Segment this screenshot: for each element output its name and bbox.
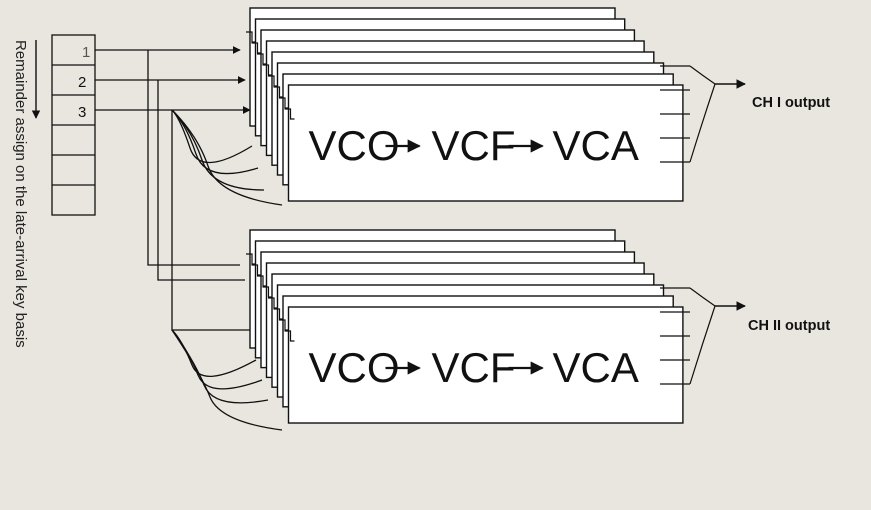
module-vcf-label: VCF xyxy=(432,344,516,391)
diagram-canvas: 1 2 3 VCO VCF VCA VCO VCF VCA xyxy=(31,7,746,431)
voice-group-ch2: VCO VCF VCA xyxy=(246,229,746,424)
module-vca-label: VCA xyxy=(553,344,639,391)
key-wires xyxy=(95,46,283,431)
voice-card-2-8 xyxy=(287,306,684,424)
module-vco-label: VCO xyxy=(309,122,400,169)
ch2-output-label: CH II output xyxy=(748,318,831,334)
slot-2-label: 2 xyxy=(78,74,86,91)
module-vcf-label: VCF xyxy=(432,122,516,169)
assign-table: 1 2 3 xyxy=(51,34,96,216)
module-vca-label: VCA xyxy=(553,122,639,169)
voice-card-1-8 xyxy=(287,84,684,202)
module-vco-label: VCO xyxy=(309,344,400,391)
slot-1-label: 1 xyxy=(82,44,90,61)
voice-group-ch1: VCO VCF VCA xyxy=(246,7,746,202)
ch1-output-label: CH I output xyxy=(752,95,831,111)
voice-assign-diagram: Remainder assign on the late-arrival key… xyxy=(12,7,831,431)
slot-3-label: 3 xyxy=(78,104,86,121)
